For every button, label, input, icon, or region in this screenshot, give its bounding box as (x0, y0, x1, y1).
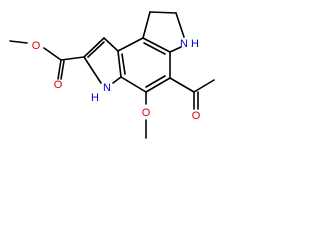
bond-o-carbonyl-c (43, 47, 62, 61)
bond-c6-c7 (145, 77, 171, 93)
bond-carbonyl-double-b (60, 60, 65, 80)
ester-oxygen-label: O (32, 40, 41, 52)
amine-h-label: H (191, 38, 199, 50)
bond-c7a-c3a (117, 50, 122, 78)
bond-c6-acetyl-c (169, 77, 195, 93)
bond-n-c5 (169, 46, 182, 53)
bond-c4-c5 (142, 37, 171, 53)
acetyl-oxygen-label: O (192, 110, 201, 122)
molecule-structure: O O H N N H O O (9, 11, 215, 139)
bond-c4-ch2 (142, 11, 151, 39)
amine-nitrogen-label: N (180, 38, 188, 50)
bond-acetyl-methyl (193, 79, 215, 93)
bond-c4-c5-inner (143, 42, 166, 55)
bond-ester-c-ring (60, 56, 85, 61)
bond-c2-c3-inner (87, 41, 105, 58)
pyrrole-nitrogen-label: N (103, 82, 111, 94)
bond-c7-c7a (120, 76, 147, 93)
bond-c3a-c4 (117, 37, 144, 52)
bond-ch2-n (175, 12, 185, 38)
bond-methyl-o (9, 40, 28, 44)
pyrrole-h-label: H (91, 92, 99, 104)
bond-c3-c3a (103, 37, 119, 52)
bond-c2-n1 (83, 56, 102, 84)
bond-c2-c3 (83, 37, 105, 58)
bond-c7a-c3a-inner (121, 53, 126, 75)
bond-c6-c7-inner (145, 75, 166, 88)
bond-ch2-ch2 (149, 11, 177, 14)
carbonyl-oxygen-label: O (54, 79, 63, 91)
bond-n1-c7a (112, 76, 122, 84)
bond-carbonyl-double-a (57, 59, 62, 80)
methoxy-oxygen-label: O (142, 107, 151, 119)
